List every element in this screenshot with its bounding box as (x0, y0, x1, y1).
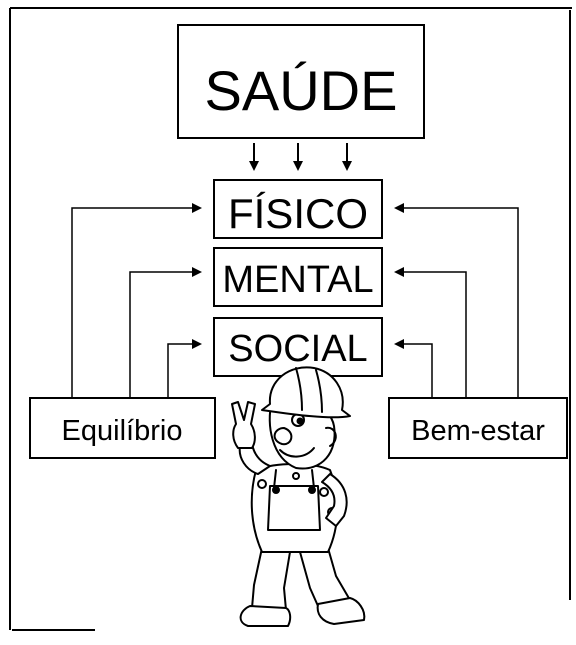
worker-smile (279, 447, 315, 458)
cartoon-worker-icon (231, 366, 366, 627)
social-label: SOCIAL (228, 328, 367, 370)
mental-label: MENTAL (222, 259, 373, 301)
saude-label: SAÚDE (205, 59, 398, 122)
outer-frame (9, 7, 572, 631)
saude-to-fisico-arrows (249, 143, 352, 171)
equilibrio-node: Equilíbrio (29, 397, 216, 459)
worker-ear (325, 426, 337, 447)
worker-peace-hand (231, 401, 256, 449)
fisico-node: FÍSICO (213, 179, 383, 239)
mental-node: MENTAL (213, 247, 383, 307)
worker-nose (273, 427, 293, 446)
saude-node: SAÚDE (177, 24, 425, 139)
worker-right-boot (316, 597, 366, 625)
bem-estar-connectors (394, 203, 519, 398)
worker-arm-on-hip (321, 473, 348, 527)
equilibrio-connectors (71, 203, 202, 398)
fisico-label: FÍSICO (228, 190, 368, 237)
bem-estar-label: Bem-estar (411, 415, 545, 447)
worker-left-leg (251, 547, 291, 611)
bem-estar-node: Bem-estar (388, 397, 568, 459)
worker-right-leg (299, 547, 351, 607)
worker-left-boot (239, 605, 292, 627)
worker-bib (267, 485, 321, 531)
social-node: SOCIAL (213, 317, 383, 377)
worker-torso (250, 463, 339, 553)
equilibrio-label: Equilíbrio (62, 415, 183, 447)
worker-hardhat (261, 366, 351, 419)
